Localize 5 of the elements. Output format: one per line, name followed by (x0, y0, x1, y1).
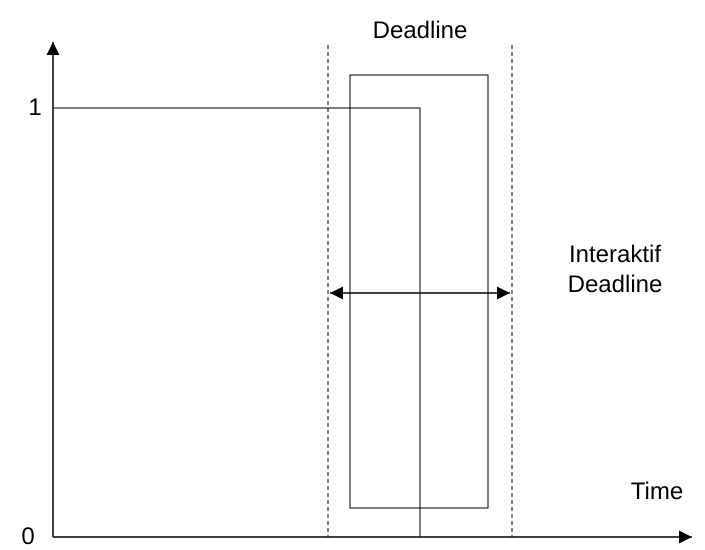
tick-label: 1 (28, 93, 42, 123)
dimension-label: Interaktif Deadline (566, 240, 664, 300)
axis-label: Time (630, 477, 684, 507)
axis-label: Deadline (372, 16, 468, 46)
tick-label: 0 (21, 522, 35, 550)
